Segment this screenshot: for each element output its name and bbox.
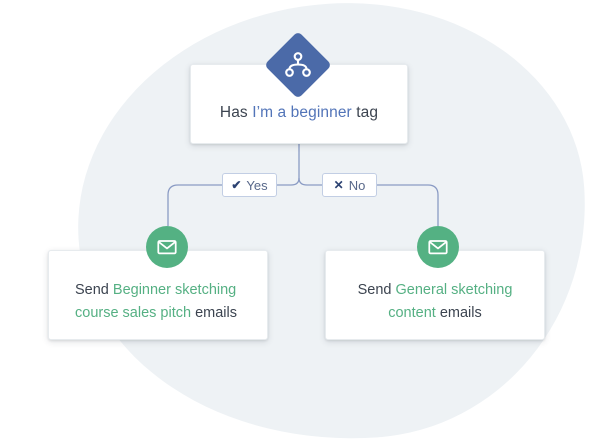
cross-icon: ✕ xyxy=(333,178,344,192)
branch-badge-no-label: No xyxy=(348,177,366,193)
branch-fork-icon xyxy=(285,52,311,77)
envelope-icon-general xyxy=(417,226,459,268)
decision-text-prefix: Has xyxy=(219,104,253,121)
envelope-icon-beginner xyxy=(146,226,188,268)
branch-badge-yes[interactable]: ✔ Yes xyxy=(222,173,277,197)
action-card-beginner-text: Send Beginner sketching course sales pit… xyxy=(67,279,249,325)
action-card-general-text: Send General sketching content emails xyxy=(344,279,526,325)
action-beginner-highlight: Beginner sketching course sales pitch xyxy=(75,282,237,321)
envelope-glyph xyxy=(428,240,448,255)
decision-text-highlight: I’m a beginner xyxy=(252,104,352,121)
action-general-suffix: emails xyxy=(435,305,482,321)
action-general-highlight: General sketching content xyxy=(388,282,513,321)
decision-card-text: Has I’m a beginner tag xyxy=(191,104,407,122)
envelope-glyph xyxy=(157,240,177,255)
branch-badge-yes-label: Yes xyxy=(246,177,268,193)
action-beginner-prefix: Send xyxy=(75,282,113,298)
action-general-prefix: Send xyxy=(357,282,396,298)
check-icon: ✔ xyxy=(231,178,242,192)
decision-text-suffix: tag xyxy=(351,104,379,121)
action-beginner-suffix: emails xyxy=(191,305,237,321)
branch-badge-no[interactable]: ✕ No xyxy=(322,173,377,197)
